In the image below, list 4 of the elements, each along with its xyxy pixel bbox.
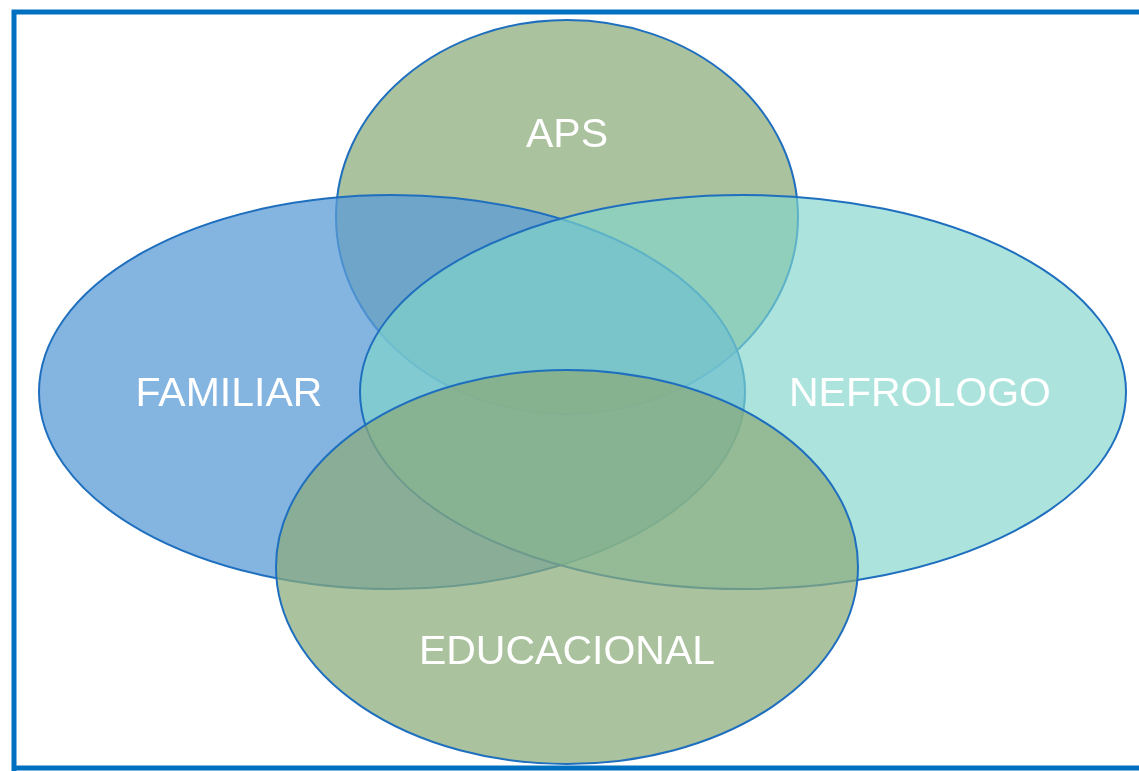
set-label: NEFROLOGO: [789, 368, 1051, 416]
set-label: FAMILIAR: [135, 368, 323, 416]
set-label: EDUCACIONAL: [418, 626, 716, 674]
set-label: APS: [526, 109, 608, 157]
